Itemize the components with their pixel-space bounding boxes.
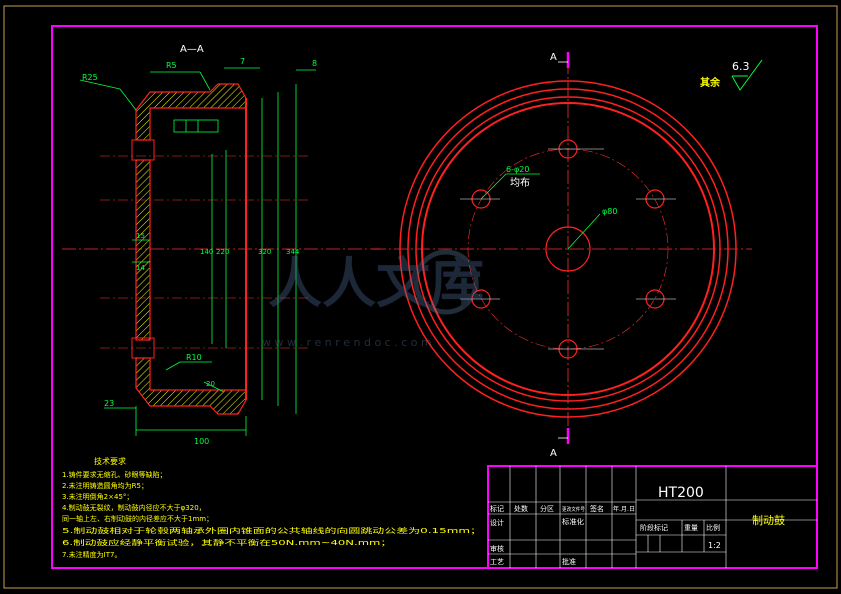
tech-item: 6.制动鼓应经静平衡试验，其静不平衡在50N.mm~40N.mm； <box>62 538 392 547</box>
watermark: 人人文库 w w w . r e n r e n d o c . c o m <box>262 249 484 349</box>
row-process: 工艺 <box>490 558 504 566</box>
roughness-symbol: 6.3 其余 <box>700 59 763 91</box>
tech-item: 2.未注明铸造圆角均为R5； <box>62 481 148 490</box>
front-view: A A 6-φ20 均布 φ80 <box>372 52 752 459</box>
tech-item: 5.制动鼓相对于轮毂两轴承外圈内锥面的公共轴线的向圆跳动公差为0.15mm； <box>62 526 482 535</box>
roughness-prefix: 其余 <box>700 76 721 89</box>
row-design: 设计 <box>490 518 504 527</box>
section-mark-top: A <box>550 52 557 63</box>
rev-header: 标记 <box>490 504 504 513</box>
part-name: 制动鼓 <box>752 513 785 527</box>
rev-header: 分区 <box>540 504 554 513</box>
weight-label: 重量 <box>684 524 698 532</box>
tech-item: 1.铸件要求无缩孔、砂眼等缺陷； <box>62 470 167 479</box>
scale-value: 1:2 <box>708 541 721 550</box>
rev-header: 签名 <box>590 504 604 513</box>
label-dia344: 344 <box>286 248 300 256</box>
label-d100: 100 <box>194 437 209 446</box>
tech-title: 技术要求 <box>94 456 126 466</box>
holes-note: 均布 <box>510 177 530 189</box>
inner-frame <box>51 25 818 569</box>
label-dia220: 220 <box>216 248 229 256</box>
section-mark-bottom: A <box>550 448 557 459</box>
tech-item: 3.未注明倒角2×45°； <box>62 492 133 501</box>
tech-item: 同一轴上左、右制动鼓的内径差应不大于1mm； <box>62 514 213 523</box>
label-r5: R5 <box>166 61 177 70</box>
section-title: A—A <box>180 44 204 55</box>
tech-requirements: 技术要求 1.铸件要求无缩孔、砂眼等缺陷； 2.未注明铸造圆角均为R5； 3.未… <box>62 456 482 559</box>
label-d7: 7 <box>240 57 245 66</box>
outer-frame <box>3 5 838 589</box>
section-view: A—A R25 R5 7 8 15 14 R10 20 23 100 140 2… <box>62 44 380 446</box>
scale-label: 比例 <box>706 523 720 532</box>
row-approve: 批准 <box>562 557 576 566</box>
label-d14: 14 <box>136 264 145 272</box>
holes-label: 6-φ20 <box>506 165 529 174</box>
watermark-text: 人人文库 <box>268 252 484 315</box>
rev-header: 年.月.日 <box>613 505 635 513</box>
label-d15: 15 <box>136 232 145 240</box>
watermark-url: w w w . r e n r e n d o c . c o m <box>262 336 432 349</box>
rev-header: 处数 <box>514 504 528 513</box>
label-d20: 20 <box>206 380 215 388</box>
label-dia320: 320 <box>258 248 271 256</box>
title-block: HT200 制动鼓 标记 处数 分区 更改文件号 签名 年.月.日 设计 标准化… <box>487 465 818 569</box>
center-dia-label: φ80 <box>602 207 617 216</box>
rev-header: 更改文件号 <box>562 506 585 513</box>
tech-item: 4.制动鼓无裂纹，制动鼓内径应不大于φ320， <box>62 503 206 512</box>
label-d8: 8 <box>312 59 317 68</box>
label-dia140: 140 <box>200 248 213 256</box>
label-d23: 23 <box>104 399 114 408</box>
stage-label: 阶段标记 <box>640 523 668 532</box>
roughness-value: 6.3 <box>732 60 750 73</box>
row-standard: 标准化 <box>562 517 584 526</box>
label-r25: R25 <box>82 73 98 82</box>
tech-item: 7.未注精度为IT7。 <box>62 550 121 559</box>
material-label: HT200 <box>658 485 704 501</box>
label-r10: R10 <box>186 353 202 362</box>
row-review: 审核 <box>490 544 504 553</box>
